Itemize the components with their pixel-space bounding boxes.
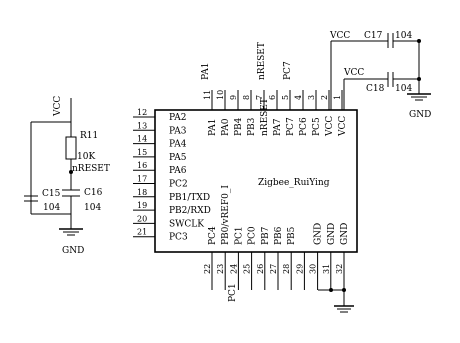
top-pin-label: PA1 (208, 119, 218, 136)
left-pin-number: 18 (137, 188, 147, 197)
gnd-pins-connection (318, 288, 354, 313)
bottom-pin-number: 29 (295, 264, 304, 274)
net-label-nreset-top: nRESET (257, 42, 267, 80)
c18-ref: C18 (366, 84, 385, 94)
reset-vcc-label: VCC (53, 96, 63, 117)
bottom-pin-number: 28 (282, 264, 291, 274)
net-label-pa1: PA1 (201, 63, 211, 80)
top-pin-number: 3 (307, 95, 316, 100)
top-pin-number: 11 (203, 90, 212, 100)
left-pin-number: 15 (137, 148, 147, 157)
decoupling-gnd-label: GND (409, 110, 431, 120)
bottom-pin-number: 26 (256, 264, 265, 274)
left-pin-label: PA6 (169, 166, 187, 176)
left-pin-label: PA2 (169, 113, 186, 123)
left-pin-number: 21 (137, 228, 147, 237)
bottom-pin-label: GND (314, 223, 324, 245)
top-pin-number: 4 (294, 95, 303, 100)
left-pin-number: 19 (137, 201, 147, 210)
chip-name: Zigbee_RuiYing (258, 178, 330, 188)
top-pin-number: 10 (216, 90, 225, 100)
bottom-pin-label: PC1 (234, 226, 244, 245)
r11-value: 10K (77, 152, 95, 162)
c17-ref: C17 (364, 31, 383, 41)
bottom-pin-label: PC4 (208, 226, 218, 245)
bottom-pin-number: 22 (203, 264, 212, 274)
left-pin-number: 16 (137, 161, 147, 170)
left-pin-number: 14 (137, 135, 147, 144)
bottom-pin-number: 30 (309, 264, 318, 274)
left-pin-label: PC2 (169, 180, 188, 190)
bottom-pin-label: GND (327, 223, 337, 245)
decoupling-vcc1: VCC (329, 31, 350, 41)
top-pin-number: 1 (333, 95, 342, 100)
top-pin-number: 9 (229, 95, 238, 100)
c16-value: 104 (84, 203, 101, 213)
bottom-pin-label: PB5 (287, 226, 297, 245)
bottom-pin-label: GND (340, 223, 350, 245)
top-pin-label: PC6 (299, 117, 309, 136)
bottom-pin-label: PB0/vREF0_I (221, 185, 231, 245)
top-pin-number: 6 (268, 95, 277, 100)
left-pin-number: 20 (137, 214, 147, 223)
ground-symbol-bottom (334, 305, 354, 313)
top-pin-label: PA0 (221, 118, 231, 136)
bottom-pin-number: 24 (229, 264, 238, 274)
net-label-nreset-left: nRESET (72, 164, 110, 174)
left-pin-label: PA5 (169, 153, 187, 163)
decoupling-circuit: VCC C17 104 VCC C18 104 GND (329, 31, 431, 120)
left-pin-number: 12 (137, 108, 147, 117)
top-pin-label: nRESET (260, 98, 270, 136)
top-pin-label: PC7 (286, 117, 296, 136)
net-label-pc7: PC7 (283, 61, 293, 80)
zigbee-chip-body (154, 109, 358, 253)
bottom-pin-label: PB7 (261, 226, 271, 245)
c17-value: 104 (395, 31, 412, 41)
bottom-pin-number: 25 (243, 264, 252, 274)
c18-value: 104 (395, 84, 412, 94)
r11-ref: R11 (80, 131, 98, 141)
top-pin-number: 2 (320, 95, 329, 100)
left-pin-label: PA4 (169, 140, 187, 150)
left-pin-number: 17 (137, 175, 147, 184)
bottom-pin-label: PB6 (274, 226, 284, 245)
c15-ref: C15 (42, 189, 61, 199)
net-label-pc1: PC1 (228, 283, 238, 302)
left-pin-label: PA3 (169, 126, 187, 136)
left-pin-number: 13 (137, 121, 147, 130)
reset-gnd-label: GND (62, 246, 84, 256)
bottom-pins: 22 PC4 23 PB0/vREF0_I 24 PC1 25 PC0 26 PB7 27 PB6 28… (203, 185, 350, 290)
left-pin-label: SWCLK (169, 219, 204, 229)
c16-ref: C16 (84, 188, 103, 198)
c15-value: 104 (43, 203, 60, 213)
ground-symbol-left (59, 228, 83, 236)
decoupling-vcc2: VCC (343, 68, 364, 78)
top-pin-label: PA7 (273, 118, 283, 136)
left-pin-label: PB2/RXD (169, 206, 211, 216)
top-pin-label: PB3 (247, 117, 257, 136)
bottom-pin-number: 27 (269, 264, 278, 274)
top-pin-label: VCC (338, 116, 348, 137)
left-pin-label: PB1/TXD (169, 193, 210, 203)
top-pin-number: 8 (242, 95, 251, 100)
top-pin-label: PB4 (234, 117, 244, 136)
top-pin-number: 5 (281, 95, 290, 100)
top-pin-label: VCC (325, 116, 335, 137)
ground-symbol-top-right (407, 93, 431, 101)
reset-circuit: VCC R11 10K nRESET C15 104 C16 104 (24, 96, 110, 256)
bottom-pin-number: 31 (322, 264, 331, 274)
left-pin-label: PC3 (169, 233, 188, 243)
bottom-pin-number: 23 (216, 264, 225, 274)
bottom-pin-number: 32 (335, 264, 344, 274)
top-pin-label: PC5 (312, 117, 322, 136)
bottom-pin-label: PC0 (248, 226, 258, 245)
resistor-r11 (65, 136, 77, 160)
top-pin-number: 7 (255, 95, 264, 100)
